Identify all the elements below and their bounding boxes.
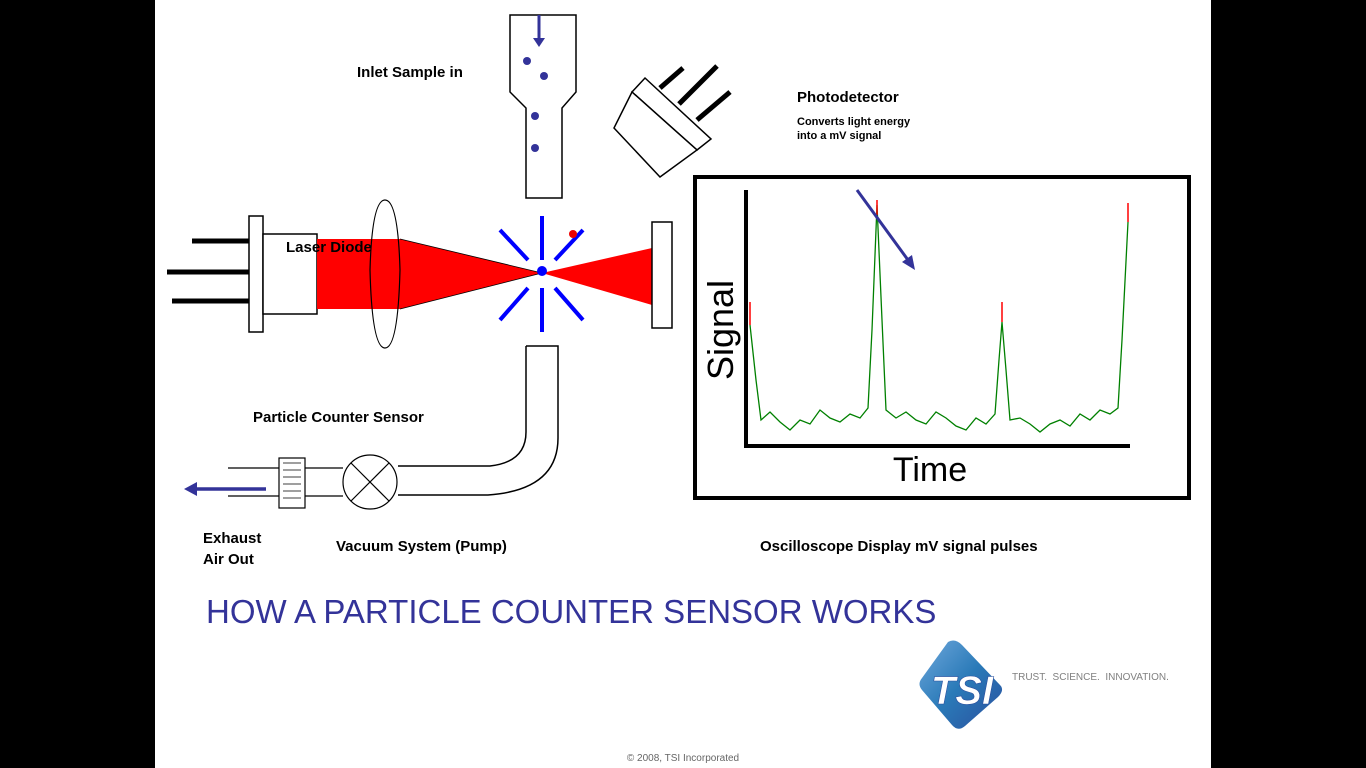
particle	[523, 57, 531, 65]
laser-beam	[542, 248, 652, 305]
pump-icon	[342, 454, 398, 510]
light-scatter-icon	[498, 216, 585, 332]
laser-beam	[317, 239, 542, 309]
particle	[540, 72, 548, 80]
outlet-tube	[398, 345, 559, 496]
particle	[531, 112, 539, 120]
photodetector-label: Photodetector	[797, 89, 899, 106]
oscilloscope-display	[693, 175, 1191, 500]
vacuum-label: Vacuum System (Pump)	[336, 538, 507, 555]
scope-x-label: Time	[893, 451, 967, 489]
laser-diode	[167, 215, 318, 333]
exhaust-label: Air Out	[203, 551, 254, 568]
scope-y-label: Signal	[700, 280, 741, 380]
laser-diode-label: Laser Diode	[286, 239, 372, 256]
photodetector-desc: into a mV signal	[797, 130, 881, 142]
inlet-label: Inlet Sample in	[357, 64, 463, 81]
pulse-arrow	[855, 189, 910, 261]
photodetector-desc: Converts light energy	[797, 116, 911, 128]
svg-text:TSI: TSI	[931, 669, 994, 713]
signal-peak-markers	[749, 200, 1129, 325]
oscilloscope-label: Oscilloscope Display mV signal pulses	[760, 538, 1038, 555]
logo-tagline: TRUST. SCIENCE. INNOVATION.	[1012, 672, 1169, 683]
particle	[531, 144, 539, 152]
inlet-nozzle	[509, 14, 577, 199]
particle-in-beam	[537, 266, 547, 276]
sensor-label: Particle Counter Sensor	[253, 409, 424, 426]
slide-title: HOW A PARTICLE COUNTER SENSOR WORKS	[206, 593, 936, 630]
pulse-arrow-head	[902, 255, 915, 270]
beam-stop	[651, 221, 673, 329]
footer-copyright: © 2008, TSI Incorporated	[627, 753, 739, 764]
exhaust-arrow-head	[184, 482, 197, 496]
inlet-arrow-head	[533, 38, 545, 47]
tsi-logo: TSI	[919, 640, 1003, 729]
particle	[569, 230, 577, 238]
lens	[369, 199, 401, 349]
signal-trace	[749, 204, 1129, 433]
photodetector-icon	[613, 64, 732, 178]
exhaust-label: Exhaust	[203, 530, 261, 547]
filter-icon	[278, 457, 306, 509]
